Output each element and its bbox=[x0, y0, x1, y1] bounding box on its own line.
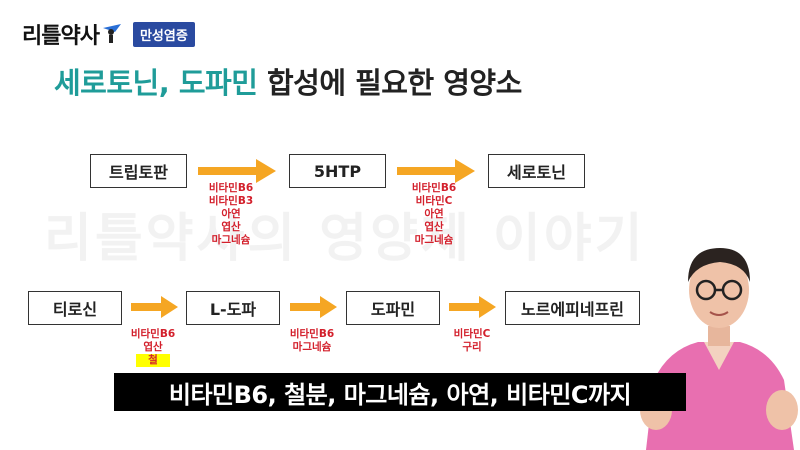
node-l-dopa: L-도파 bbox=[186, 291, 280, 325]
title-rest: 합성에 필요한 영양소 bbox=[257, 66, 522, 100]
nutrient-list: 비타민B6 마그네슘 bbox=[277, 328, 347, 354]
title-accent: 세로토닌, 도파민 bbox=[54, 66, 258, 100]
arrow-icon bbox=[449, 296, 496, 318]
nutrient-item: 마그네슘 bbox=[292, 341, 332, 353]
nutrient-list: 비타민B6 엽산 철 bbox=[118, 328, 188, 367]
nutrient-item: 아연 bbox=[424, 208, 444, 220]
node-dopamine: 도파민 bbox=[346, 291, 440, 325]
nutrient-item: 비타민C bbox=[415, 195, 453, 207]
nutrient-item: 비타민B6 bbox=[411, 182, 457, 194]
nutrient-item: 엽산 bbox=[424, 221, 444, 233]
caption-subtitle: 비타민B6, 철분, 마그네슘, 아연, 비타민C까지 bbox=[114, 373, 686, 411]
node-serotonin: 세로토닌 bbox=[488, 154, 585, 188]
presenter-image bbox=[640, 248, 798, 450]
nutrient-item: 엽산 bbox=[143, 341, 163, 353]
arrow-icon bbox=[131, 296, 178, 318]
page-title: 세로토닌, 도파민 합성에 필요한 영양소 bbox=[54, 60, 522, 102]
nutrient-item: 비타민B6 bbox=[130, 328, 176, 340]
nutrient-item: 비타민B6 bbox=[289, 328, 335, 340]
node-5htp: 5HTP bbox=[289, 154, 386, 188]
nutrient-item: 비타민B6 bbox=[208, 182, 254, 194]
nutrient-item: 마그네슘 bbox=[414, 234, 454, 246]
arrow-icon bbox=[198, 159, 276, 183]
nutrient-item: 엽산 bbox=[221, 221, 241, 233]
node-tryptophan: 트립토판 bbox=[90, 154, 187, 188]
nutrient-list: 비타민B6 비타민C 아연 엽산 마그네슘 bbox=[399, 182, 469, 247]
hero-icon bbox=[102, 24, 121, 43]
node-norepinephrine: 노르에피네프린 bbox=[505, 291, 640, 325]
brand-name: 리틀약사 bbox=[22, 24, 100, 49]
brand-logo: 리틀약사 만성염증 bbox=[22, 18, 195, 50]
category-badge: 만성염증 bbox=[132, 21, 195, 47]
nutrient-list: 비타민B6 비타민B3 아연 엽산 마그네슘 bbox=[196, 182, 266, 247]
arrow-icon bbox=[290, 296, 337, 318]
nutrient-list: 비타민C 구리 bbox=[437, 328, 507, 354]
node-tyrosine: 티로신 bbox=[28, 291, 122, 325]
nutrient-item: 비타민B3 bbox=[208, 195, 254, 207]
watermark-text: 리틀약사의 영양제 이야기 bbox=[44, 209, 646, 269]
arrow-icon bbox=[397, 159, 475, 183]
nutrient-item: 비타민C bbox=[453, 328, 491, 340]
nutrient-item: 마그네슘 bbox=[211, 234, 251, 246]
highlighted-nutrient: 철 bbox=[136, 354, 170, 367]
nutrient-item: 구리 bbox=[462, 341, 482, 353]
nutrient-item: 아연 bbox=[221, 208, 241, 220]
